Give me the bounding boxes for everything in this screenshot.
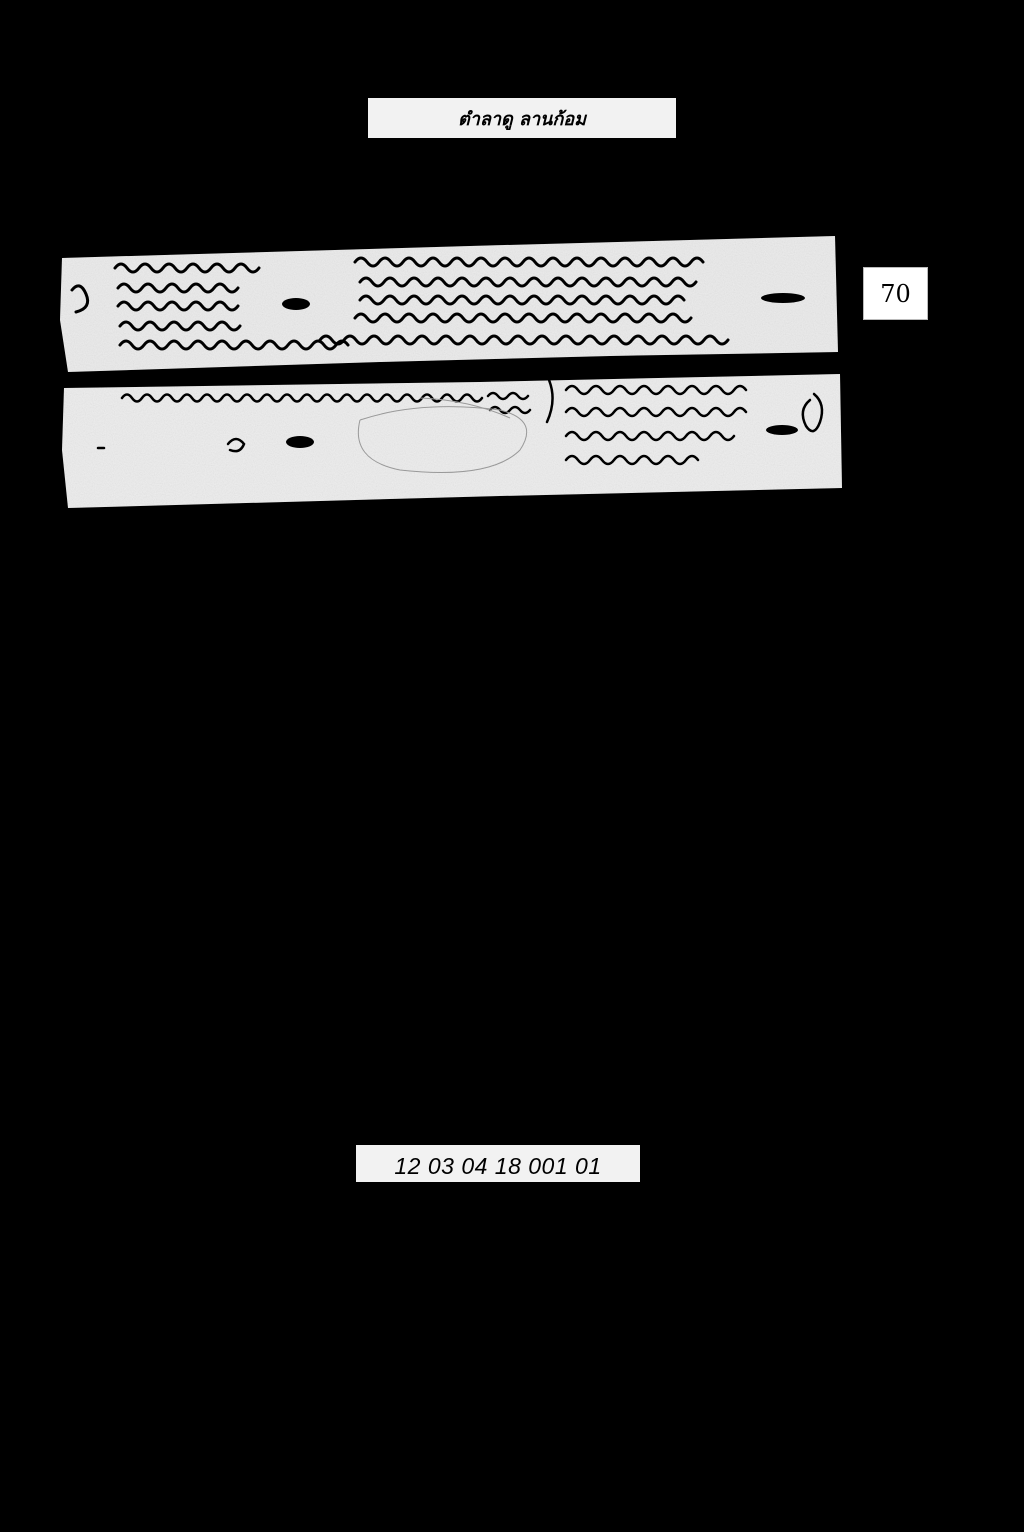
handwritten-script — [70, 256, 730, 351]
catalog-number-label: 12 03 04 18 001 01 — [356, 1145, 640, 1182]
page-number-label: 70 — [863, 267, 928, 320]
manuscript-title-text: ตำลาดู ลานก้อม — [458, 108, 586, 130]
binding-hole — [282, 298, 310, 310]
page-number-text: 70 — [880, 279, 911, 308]
binding-hole — [766, 425, 798, 435]
faint-stylus-marks — [357, 397, 528, 473]
binding-hole — [286, 436, 314, 448]
catalog-number-text: 12 03 04 18 001 01 — [394, 1153, 602, 1179]
manuscript-title-label: ตำลาดู ลานก้อม — [368, 98, 676, 138]
binding-hole — [761, 293, 805, 303]
leaf-surface — [62, 374, 842, 508]
